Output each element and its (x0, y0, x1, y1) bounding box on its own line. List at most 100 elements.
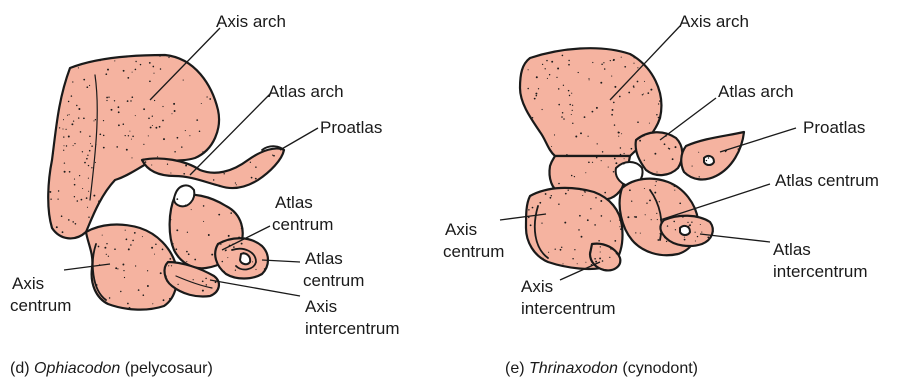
stipple-dot (673, 221, 675, 223)
stipple-dot (658, 103, 659, 104)
stipple-dot (619, 226, 620, 227)
stipple-dot (608, 167, 609, 168)
stipple-dot (255, 166, 257, 168)
stipple-dot (171, 113, 172, 114)
stipple-dot (597, 143, 598, 144)
stipple-dot (118, 111, 120, 113)
d-label-axis-arch: Axis arch (216, 12, 286, 31)
stipple-dot (148, 117, 150, 119)
stipple-dot (637, 121, 639, 123)
stipple-dot (556, 77, 557, 78)
stipple-dot (706, 160, 707, 161)
stipple-dot (689, 224, 691, 226)
stipple-dot (168, 265, 169, 266)
stipple-dot (612, 109, 614, 111)
e-label-axis-centrum-b: centrum (443, 242, 504, 261)
e-label-axis-intercentrum-b: intercentrum (521, 299, 615, 318)
stipple-dot (610, 60, 611, 61)
stipple-dot (571, 93, 572, 94)
stipple-dot (232, 243, 234, 245)
stipple-dot (71, 95, 72, 96)
stipple-dot (143, 108, 145, 110)
stipple-dot (620, 154, 622, 156)
stipple-dot (252, 261, 253, 262)
stipple-dot (598, 240, 600, 242)
stipple-dot (619, 96, 621, 98)
stipple-dot (162, 120, 164, 122)
stipple-dot (241, 228, 242, 229)
stipple-dot (122, 264, 124, 266)
stipple-dot (74, 196, 75, 197)
stipple-dot (76, 105, 77, 106)
stipple-dot (106, 97, 108, 99)
stipple-dot (89, 150, 91, 152)
stipple-dot (621, 133, 622, 134)
stipple-dot (62, 231, 64, 233)
stipple-dot (633, 85, 635, 87)
stipple-dot (152, 66, 154, 68)
stipple-dot (640, 233, 641, 234)
stipple-dot (568, 60, 569, 61)
stipple-dot (218, 214, 220, 216)
stipple-dot (563, 118, 565, 120)
stipple-dot (185, 130, 186, 131)
stipple-dot (162, 249, 164, 251)
stipple-dot (143, 144, 144, 145)
stipple-dot (155, 127, 157, 129)
stipple-dot (222, 261, 224, 263)
stipple-dot (634, 57, 635, 58)
stipple-dot (536, 76, 538, 78)
stipple-dot (68, 219, 70, 221)
stipple-dot (538, 88, 539, 89)
stipple-dot (72, 81, 73, 82)
stipple-dot (614, 86, 616, 88)
d-axis-centrum-bone (86, 225, 177, 310)
stipple-dot (654, 153, 656, 155)
stipple-dot (645, 214, 646, 215)
stipple-dot (591, 264, 592, 265)
stipple-dot (129, 307, 131, 309)
stipple-dot (160, 68, 162, 70)
stipple-dot (569, 95, 570, 96)
stipple-dot (183, 80, 184, 81)
stipple-dot (181, 146, 182, 147)
stipple-dot (106, 254, 107, 255)
stipple-dot (594, 224, 596, 226)
stipple-dot (118, 106, 120, 108)
stipple-dot (127, 303, 129, 305)
stipple-dot (150, 127, 152, 129)
stipple-dot (568, 90, 570, 92)
stipple-dot (89, 136, 91, 138)
stipple-dot (623, 163, 625, 165)
stipple-dot (700, 224, 701, 225)
stipple-dot (600, 246, 601, 247)
stipple-dot (223, 173, 224, 174)
stipple-dot (159, 56, 160, 57)
stipple-dot (169, 258, 171, 260)
stipple-dot (127, 77, 129, 79)
stipple-dot (95, 144, 96, 145)
stipple-dot (635, 216, 637, 218)
stipple-dot (134, 232, 136, 234)
stipple-dot (572, 105, 573, 106)
stipple-dot (615, 162, 617, 164)
stipple-dot (255, 178, 257, 180)
stipple-dot (103, 135, 105, 137)
stipple-dot (202, 280, 204, 282)
stipple-dot (589, 79, 590, 80)
stipple-dot (620, 228, 622, 230)
stipple-dot (562, 263, 563, 264)
stipple-dot (656, 114, 657, 115)
stipple-dot (87, 207, 88, 208)
stipple-dot (695, 240, 696, 241)
stipple-dot (664, 237, 666, 239)
stipple-dot (639, 140, 641, 142)
stipple-dot (601, 63, 603, 65)
stipple-dot (125, 135, 126, 136)
stipple-dot (637, 67, 638, 68)
stipple-dot (166, 276, 167, 277)
stipple-dot (56, 122, 57, 123)
e-proatlas-bone (681, 132, 744, 179)
stipple-dot (173, 103, 175, 105)
stipple-dot (564, 222, 566, 224)
